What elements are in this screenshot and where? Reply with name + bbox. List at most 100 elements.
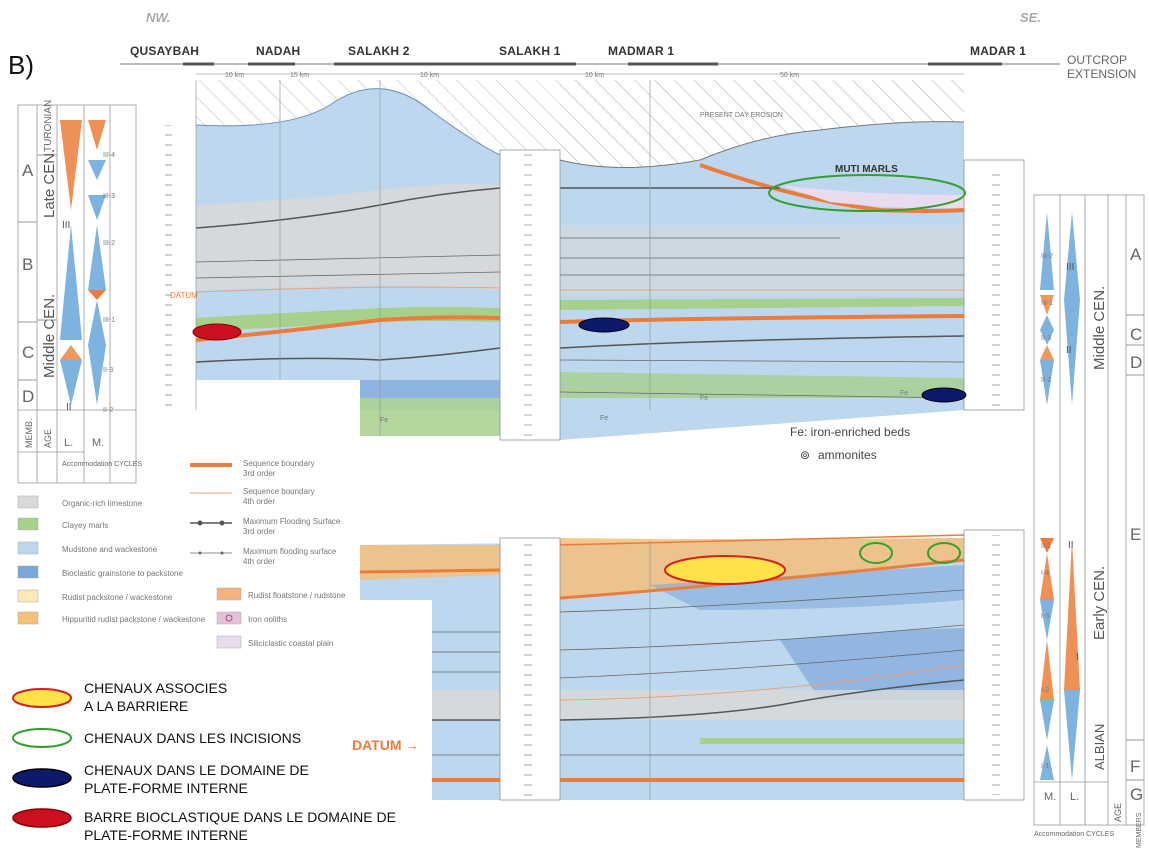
left-accommodation-cycles: Accommodation CYCLES (62, 461, 142, 468)
right-cycle-ii: II (1066, 345, 1072, 356)
panel-label: B) (8, 50, 34, 80)
right-member-g: G (1130, 785, 1143, 804)
cycle-iii-2: III-2 (103, 240, 115, 247)
member-d: D (22, 387, 34, 406)
right-member-d: D (1130, 353, 1142, 372)
well-label-salakh2: SALAKH 2 (348, 44, 410, 58)
well-label-madar1: MADAR 1 (970, 44, 1026, 58)
legend-incision-channels: CHENAUX DANS LES INCISIONS (84, 730, 301, 746)
legend-barrier-channels: CHENAUX ASSOCIES (84, 680, 227, 696)
col-l: L. (64, 437, 73, 449)
member-b: B (22, 255, 33, 274)
well-label-qusaybah: QUSAYBAH (130, 44, 199, 58)
distance-5: 50 km (780, 72, 799, 79)
legend-rudist-pack: Rudist packstone / wackestone (62, 593, 173, 602)
fe-mark: Fe (380, 417, 388, 424)
legend-mfs-3rd: Maximum Flooding Surface (243, 517, 341, 526)
right-cycle-ii-3: II-3 (1041, 335, 1051, 342)
legend-iron-ooliths: Iron ooliths (248, 615, 287, 624)
direction-se: SE. (1020, 10, 1041, 25)
legend-mfs-4th-sub: 4th order (243, 557, 275, 566)
barrier-channel-ellipse (664, 555, 786, 585)
legend-mfs-3rd-sub: 3rd order (243, 527, 276, 536)
right-cycle-i-1: I-1 (1041, 763, 1049, 770)
right-age-label: AGE (1113, 803, 1123, 822)
right-cycle-i-2: I-2 (1041, 687, 1049, 694)
legend-seq-4th: Sequence boundary (243, 487, 315, 496)
upper-cross-section: MUTI MARLS PRESENT DAY EROSION Fe Fe Fe … (150, 80, 1025, 441)
right-cycle-ii-lower: II (1068, 540, 1074, 551)
well-label-nadah: NADAH (256, 44, 300, 58)
right-member-a: A (1130, 245, 1142, 264)
legend-marls: Clayey marls (62, 521, 108, 530)
cycle-ii-2: II-2 (103, 407, 113, 414)
cycle-iii-3: III-3 (103, 193, 115, 200)
right-cycle-ii-1: II-1 (1041, 543, 1051, 550)
right-cycle-i-3: I-3 (1041, 613, 1049, 620)
right-member-e: E (1130, 525, 1141, 544)
cycle-iii-4: III-4 (103, 152, 115, 159)
distance-1: 10 km (225, 72, 244, 79)
well-label-salakh1: SALAKH 1 (499, 44, 561, 58)
muti-marls-label: MUTI MARLS (835, 164, 898, 175)
right-accommodation-cycles: Accommodation CYCLES (1034, 831, 1114, 838)
incision-channel-ellipse (927, 542, 961, 564)
member-a: A (22, 161, 34, 180)
cycle-iii-1: III-1 (103, 317, 115, 324)
cycle-ii: II (66, 402, 72, 413)
legend-inner-platform-channels: CHENAUX DANS LE DOMAINE DE (84, 762, 309, 778)
legend-rudist-float: Rudist floatstone / rudstone (248, 591, 346, 600)
incision-channel-ellipse (768, 174, 966, 212)
legend-organic: Organic-rich limestone (62, 499, 143, 508)
right-col-l: L. (1070, 791, 1079, 803)
fe-mark: Fe (600, 415, 608, 422)
bioclastic-bar-ellipse (192, 323, 242, 341)
right-cycle-i: I (1076, 652, 1079, 663)
distance-3: 10 km (420, 72, 439, 79)
ammonites-icon: ⊚ (800, 448, 810, 462)
legend-bioclastic-bar-2: PLATE-FORME INTERNE (84, 827, 248, 843)
direction-nw: NW. (146, 10, 170, 25)
legend-seq-3rd-sub: 3rd order (243, 469, 276, 478)
datum-label: DATUM (352, 737, 402, 753)
datum-marker-upper: DATUM (170, 291, 198, 300)
outcrop-label: OUTCROP (1067, 53, 1127, 67)
legend-siliciclastic: Siliciclastic coastal plain (248, 639, 333, 648)
legend-barrier-channels-2: A LA BARRIERE (84, 698, 188, 714)
age-turonian: TURONIAN (43, 100, 54, 152)
col-m: M. (92, 437, 104, 449)
memb-label: MEMB. (24, 418, 34, 448)
right-col-m: M. (1044, 791, 1056, 803)
member-c: C (22, 343, 34, 362)
line-legend: Sequence boundary 3rd order Sequence bou… (190, 459, 341, 566)
outcrop-label-2: EXTENSION (1067, 67, 1136, 81)
right-member-f: F (1130, 757, 1140, 776)
lower-cross-section (359, 529, 1025, 801)
cycle-iii: III (62, 220, 70, 231)
right-age-albian: ALBIAN (1092, 724, 1107, 770)
legend-mfs-4th: Maximum flooding surface (243, 547, 337, 556)
right-member-c: C (1130, 325, 1142, 344)
ammonites-note: ammonites (818, 448, 877, 462)
ellipse-legend: CHENAUX ASSOCIES A LA BARRIERE CHENAUX D… (12, 680, 396, 843)
distance-2: 15 km (290, 72, 309, 79)
inner-platform-channel-ellipse (921, 387, 967, 403)
inner-platform-channel-ellipse (578, 317, 630, 333)
well-label-madmar1: MADMAR 1 (608, 44, 674, 58)
lithology-legend: Organic-rich limestone Clayey marls Muds… (17, 495, 346, 649)
fe-mark: Fe (900, 390, 908, 397)
right-cycle-iii-2: III-2 (1041, 253, 1053, 260)
fe-note: Fe: iron-enriched beds (790, 425, 910, 439)
age-middle-cen: Middle CEN. (41, 294, 58, 378)
legend-mudstone: Mudstone and wackestone (62, 545, 158, 554)
right-age-early-cen: Early CEN. (1091, 566, 1108, 640)
age-late-cen: Late CEN. (41, 149, 58, 218)
legend-inner-platform-channels-2: PLATE-FORME INTERNE (84, 780, 248, 796)
age-label: AGE (43, 429, 53, 448)
right-age-middle-cen: Middle CEN. (1091, 286, 1108, 370)
right-strat-column (1033, 194, 1145, 826)
legend-grainstone: Bioclastic grainstone to packstone (62, 569, 184, 578)
fe-mark: Fe (700, 395, 708, 402)
